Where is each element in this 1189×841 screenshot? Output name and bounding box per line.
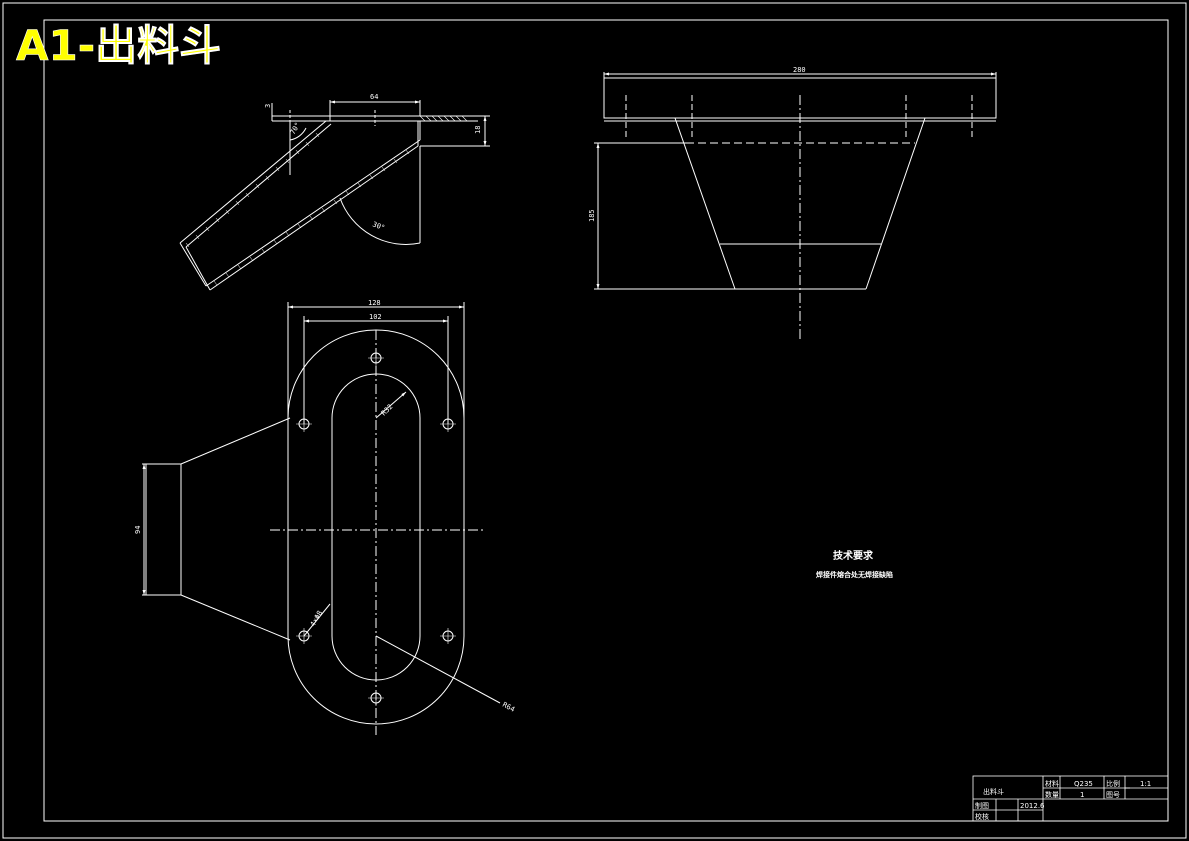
title-block-drawing-no-label: 图号 <box>1106 791 1120 799</box>
title-block-material-label: 材料 <box>1045 779 1059 788</box>
title-block-material-value: Q235 <box>1074 780 1093 788</box>
title-block-drawn-label: 制图 <box>975 801 989 810</box>
title-block-part-name: 出料斗 <box>983 787 1004 796</box>
dim-angle-left: 70° <box>289 121 302 136</box>
dim-slot-radius: R32 <box>380 403 395 418</box>
dim-angle-right: 30° <box>371 220 386 232</box>
dim-small: 3 <box>264 104 272 108</box>
title-block-check-label: 校核 <box>975 812 989 821</box>
tech-requirements-text: 焊接件熔合处无焊接缺陷 <box>816 570 893 579</box>
title-block-quantity-label: 数量 <box>1045 790 1059 799</box>
inner-border <box>43 19 1169 822</box>
tech-requirements-heading: 技术要求 <box>833 549 874 562</box>
side-view <box>179 100 490 291</box>
title-block-scale-label: 比例 <box>1106 779 1120 788</box>
sheet-title: A1-出料斗 <box>16 21 221 70</box>
title-block-drawn-date: 2012.6 <box>1020 802 1045 810</box>
dim-hole-spec: 4×Φ8 <box>309 609 324 628</box>
dim-plan-inner-width: 102 <box>369 313 382 321</box>
dim-top-width: 64 <box>370 93 378 101</box>
title-block-scale-value: 1:1 <box>1140 780 1151 788</box>
dim-front-height: 185 <box>588 209 596 222</box>
dim-plan-outer-width: 128 <box>368 299 381 307</box>
dim-outer-radius: R64 <box>501 701 516 714</box>
dim-top-height: 18 <box>474 126 482 134</box>
plan-view <box>142 302 501 735</box>
dim-front-width: 280 <box>793 66 806 74</box>
front-view <box>594 72 997 340</box>
dim-plan-left-height: 94 <box>134 526 142 534</box>
title-block-quantity-value: 1 <box>1080 791 1084 799</box>
title-block <box>972 775 1169 822</box>
